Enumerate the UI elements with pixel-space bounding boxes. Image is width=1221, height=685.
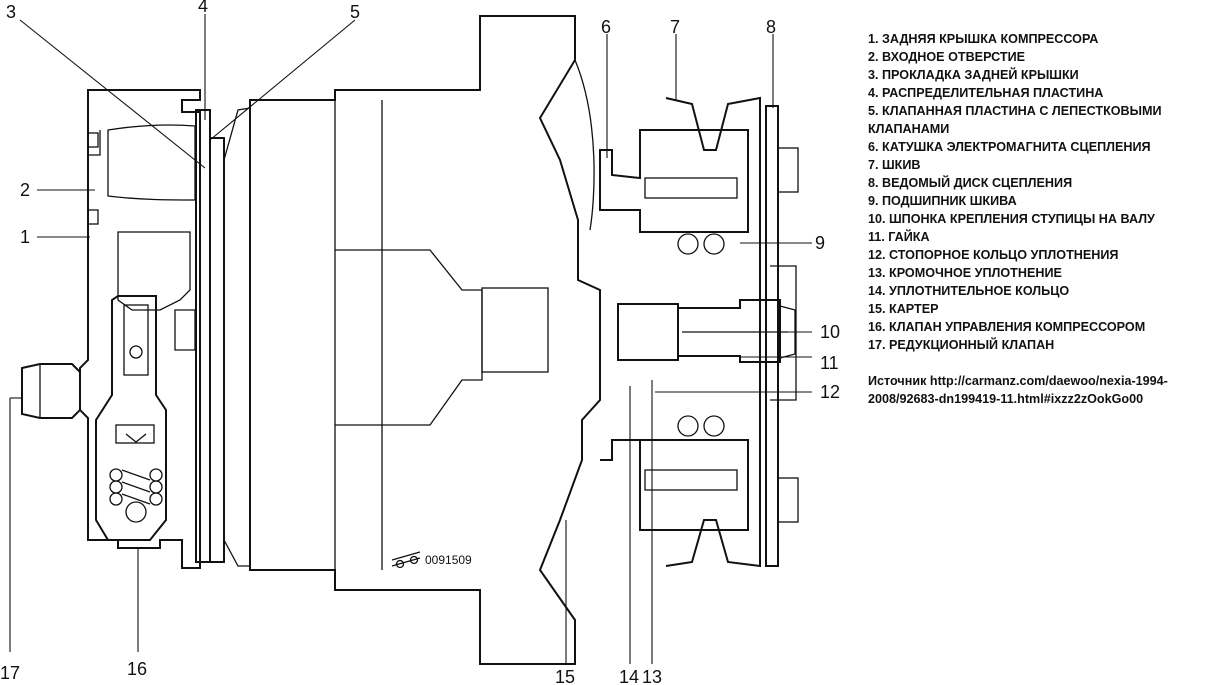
callout-17: 17 (0, 663, 20, 683)
callout-7: 7 (670, 17, 680, 37)
drawing-code: 0091509 (425, 553, 472, 567)
plates (195, 107, 251, 567)
source-note: Источник http://carmanz.com/daewoo/nexia… (868, 374, 1168, 406)
leader-lines (9, 14, 812, 664)
legend-item: 4. РАСПРЕДЕЛИТЕЛЬНАЯ ПЛАСТИНА (868, 86, 1104, 100)
callout-10: 10 (820, 322, 840, 342)
legend-item: 14. УПЛОТНИТЕЛЬНОЕ КОЛЬЦО (868, 284, 1070, 298)
callout-14: 14 (619, 667, 639, 685)
callout-5: 5 (350, 2, 360, 22)
legend-item: 5. КЛАПАННАЯ ПЛАСТИНА С ЛЕПЕСТКОВЫМИ КЛА… (868, 104, 1162, 136)
callout-15: 15 (555, 667, 575, 685)
callout-9: 9 (815, 233, 825, 253)
callout-2: 2 (20, 180, 30, 200)
legend-item: 9. ПОДШИПНИК ШКИВА (868, 194, 1017, 208)
callout-12: 12 (820, 382, 840, 402)
legend-item: 17. РЕДУКЦИОННЫЙ КЛАПАН (868, 338, 1055, 352)
control-valve (95, 295, 167, 541)
callout-11: 11 (820, 353, 839, 373)
crankcase (249, 15, 601, 665)
legend-item: 13. КРОМОЧНОЕ УПЛОТНЕНИЕ (868, 266, 1062, 280)
legend-item: 3. ПРОКЛАДКА ЗАДНЕЙ КРЫШКИ (868, 68, 1079, 82)
callout-1: 1 (20, 227, 30, 247)
callout-6: 6 (601, 17, 611, 37)
legend-item: 7. ШКИВ (868, 158, 921, 172)
reducing-valve (21, 363, 81, 419)
callout-13: 13 (642, 667, 662, 685)
callout-3: 3 (6, 2, 16, 22)
legend-item: 6. КАТУШКА ЭЛЕКТРОМАГНИТА СЦЕПЛЕНИЯ (868, 140, 1151, 154)
legend-item: 8. ВЕДОМЫЙ ДИСК СЦЕПЛЕНИЯ (868, 176, 1073, 190)
callout-8: 8 (766, 17, 776, 37)
legend-item: 12. СТОПОРНОЕ КОЛЬЦО УПЛОТНЕНИЯ (868, 248, 1119, 262)
legend-item: 16. КЛАПАН УПРАВЛЕНИЯ КОМПРЕССОРОМ (868, 320, 1146, 334)
shaft (617, 299, 796, 363)
callout-numbers: 1 2 3 4 5 6 7 8 9 10 11 12 13 14 15 16 1… (0, 0, 840, 685)
callout-16: 16 (127, 659, 147, 679)
legend-item: 1. ЗАДНЯЯ КРЫШКА КОМПРЕССОРА (868, 32, 1099, 46)
legend-item: 10. ШПОНКА КРЕПЛЕНИЯ СТУПИЦЫ НА ВАЛУ (868, 212, 1155, 226)
compressor-cross-section: 0091509 1 2 3 4 (0, 0, 840, 685)
legend-item: 11. ГАЙКА (868, 230, 930, 244)
callout-4: 4 (198, 0, 208, 16)
legend-item: 2. ВХОДНОЕ ОТВЕРСТИЕ (868, 50, 1026, 64)
legend-item: 15. КАРТЕР (868, 302, 939, 316)
parts-legend: 1. ЗАДНЯЯ КРЫШКА КОМПРЕССОРА 2. ВХОДНОЕ … (868, 30, 1208, 354)
drawing-code-stamp: 0091509 (391, 551, 472, 569)
rear-cover (79, 89, 201, 569)
